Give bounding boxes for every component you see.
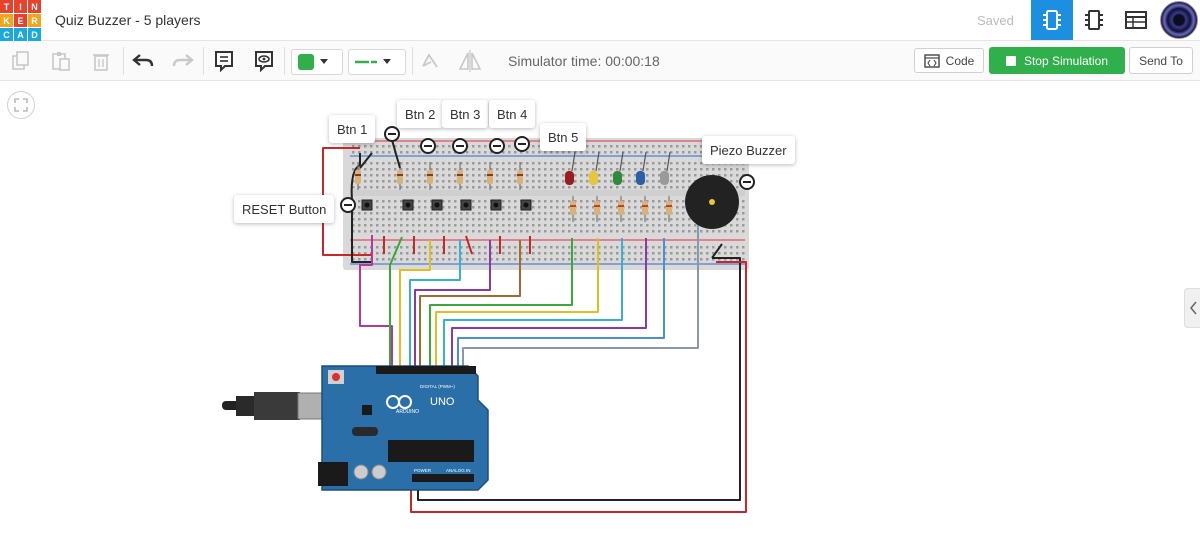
workplane-canvas[interactable]	[0, 82, 1200, 533]
label-btn-4[interactable]: Btn 4	[489, 100, 536, 128]
send-to-button[interactable]: Send To	[1129, 47, 1193, 74]
logo-cell: N	[28, 0, 41, 13]
flip-icon	[458, 50, 482, 72]
components-panel-toggle[interactable]	[1184, 288, 1200, 328]
wire-style-icon	[355, 60, 377, 64]
label-btn-3[interactable]: Btn 3	[442, 100, 489, 128]
color-swatch	[298, 54, 314, 70]
rotate-button[interactable]	[418, 49, 442, 73]
toolbar-divider	[412, 47, 413, 75]
top-bar: T I N K E R C A D Quiz Buzzer - 5 player…	[0, 0, 1200, 41]
code-button[interactable]: Code	[914, 48, 984, 73]
delete-button[interactable]	[89, 49, 113, 73]
stop-simulation-button[interactable]: Stop Simulation	[989, 47, 1125, 74]
schematic-view-button[interactable]	[1073, 0, 1115, 40]
eye-note-icon	[255, 51, 273, 72]
logo-cell: D	[28, 28, 41, 41]
zoom-to-fit-button[interactable]	[7, 91, 35, 119]
paste-icon	[52, 52, 70, 71]
stop-icon	[1005, 55, 1016, 66]
copy-icon	[12, 51, 29, 70]
copy-button[interactable]	[9, 49, 33, 73]
wire-type-dropdown[interactable]	[348, 49, 406, 75]
wire-color-dropdown[interactable]	[291, 49, 343, 75]
toolbar-divider	[284, 47, 285, 75]
logo-cell: T	[0, 0, 13, 13]
label-reset-button[interactable]: RESET Button	[234, 195, 335, 223]
redo-button[interactable]	[171, 49, 195, 73]
components-list-button[interactable]	[1115, 0, 1157, 40]
label-piezo-buzzer[interactable]: Piezo Buzzer	[702, 136, 795, 164]
chevron-left-icon	[1189, 301, 1197, 315]
rotate-icon	[422, 53, 438, 68]
circuit-view-button[interactable]	[1031, 0, 1073, 40]
notes-visibility-button[interactable]	[252, 49, 276, 73]
code-label: Code	[945, 53, 975, 68]
note-icon	[215, 51, 233, 72]
logo-cell: E	[14, 14, 27, 27]
chevron-down-icon	[320, 59, 328, 64]
logo-cell: C	[0, 28, 13, 41]
label-btn-1[interactable]: Btn 1	[329, 115, 376, 143]
simulator-time: Simulator time: 00:00:18	[508, 53, 660, 69]
redo-icon	[172, 54, 194, 67]
table-icon	[1125, 11, 1147, 29]
saved-status: Saved	[977, 13, 1014, 28]
undo-button[interactable]	[131, 49, 155, 73]
project-title[interactable]: Quiz Buzzer - 5 players	[55, 12, 201, 28]
paste-button[interactable]	[49, 49, 73, 73]
logo-cell: R	[28, 14, 41, 27]
label-btn-2[interactable]: Btn 2	[397, 100, 444, 128]
chevron-down-icon	[383, 59, 391, 64]
undo-icon	[132, 54, 154, 67]
logo-cell: K	[0, 14, 13, 27]
trash-icon	[93, 54, 109, 71]
notes-button[interactable]	[212, 49, 236, 73]
logo-cell: A	[14, 28, 27, 41]
logo-cell: I	[14, 0, 27, 13]
toolbar-divider	[123, 47, 124, 75]
fit-view-icon	[14, 98, 28, 112]
label-btn-5[interactable]: Btn 5	[540, 123, 587, 151]
user-avatar[interactable]	[1160, 1, 1198, 39]
stop-simulation-label: Stop Simulation	[1023, 53, 1109, 68]
code-icon	[923, 53, 940, 68]
toolbar-divider	[203, 47, 204, 75]
chip-icon	[1043, 10, 1061, 30]
schematic-icon	[1085, 10, 1103, 30]
tinkercad-logo[interactable]: T I N K E R C A D	[0, 0, 41, 41]
flip-button[interactable]	[458, 49, 482, 73]
